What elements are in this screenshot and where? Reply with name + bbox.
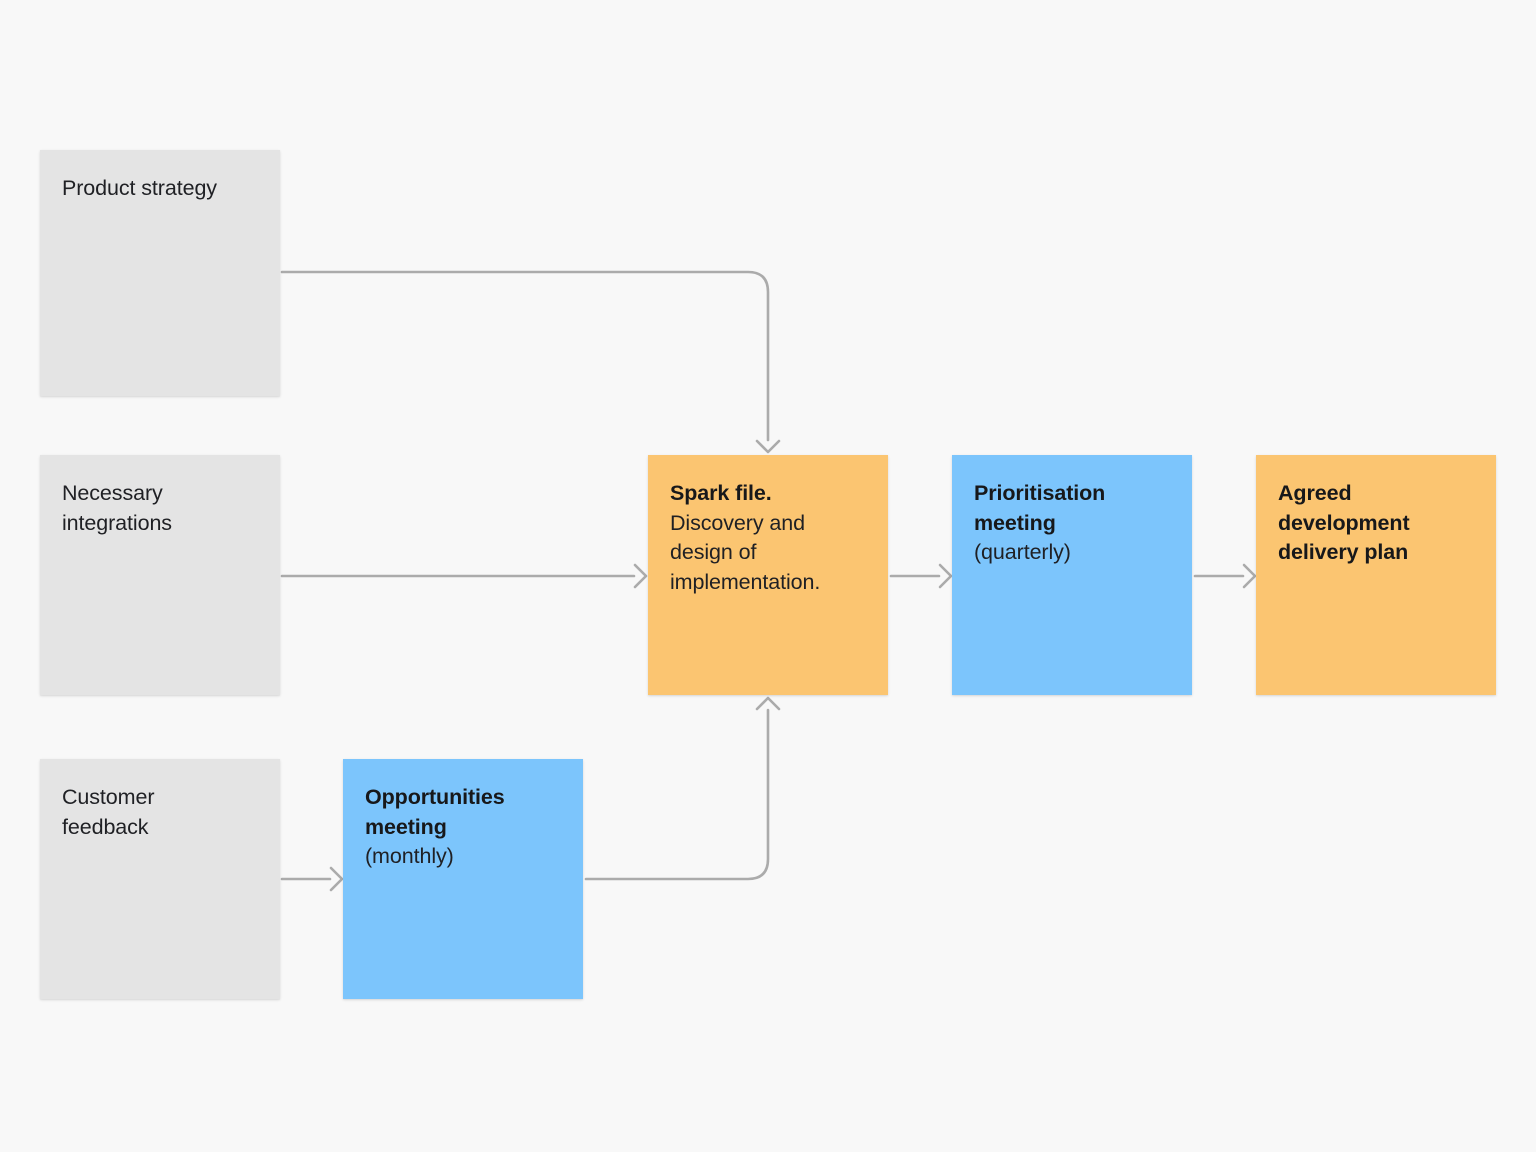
- node-label-line: Spark file.: [670, 481, 772, 505]
- node-cadence-line: (monthly): [365, 844, 454, 869]
- connector-customer-feedback-to-opportunities-meeting: [280, 866, 344, 892]
- node-label-line: Customer: [62, 785, 155, 809]
- node-label-line: Prioritisation: [974, 481, 1106, 505]
- node-description-line: implementation.: [670, 569, 821, 594]
- node-description-line: Discovery and: [670, 510, 805, 535]
- node-cadence-line: (quarterly): [974, 540, 1071, 565]
- connector-product-strategy-to-spark-file: [280, 270, 781, 454]
- node-prioritisation-meeting[interactable]: Prioritisation meeting (quarterly): [952, 455, 1192, 695]
- node-label-line: meeting: [365, 814, 447, 839]
- node-label-line: Agreed: [1278, 481, 1352, 505]
- node-label-line: integrations: [62, 510, 172, 535]
- node-spark-file[interactable]: Spark file. Discovery and design of impl…: [648, 455, 888, 695]
- node-label-line: delivery plan: [1278, 540, 1409, 565]
- connector-necessary-integrations-to-spark-file: [280, 563, 648, 589]
- node-label-line: meeting: [974, 510, 1056, 535]
- connector-spark-file-to-prioritisation-meeting: [889, 563, 953, 589]
- node-agreed-development-delivery-plan[interactable]: Agreed development delivery plan: [1256, 455, 1496, 695]
- node-label-line: development: [1278, 510, 1410, 535]
- node-label-line: Opportunities: [365, 785, 505, 809]
- node-label-line: feedback: [62, 814, 149, 839]
- node-necessary-integrations[interactable]: Necessary integrations: [40, 455, 280, 695]
- node-customer-feedback[interactable]: Customer feedback: [40, 759, 280, 999]
- node-label-line: Product strategy: [62, 176, 217, 200]
- connector-opportunities-meeting-to-spark-file: [584, 696, 781, 881]
- node-label-line: Necessary: [62, 481, 163, 505]
- node-product-strategy[interactable]: Product strategy: [40, 150, 280, 396]
- node-opportunities-meeting[interactable]: Opportunities meeting (monthly): [343, 759, 583, 999]
- node-description-line: design of: [670, 540, 757, 565]
- connector-prioritisation-meeting-to-agreed-plan: [1193, 563, 1257, 589]
